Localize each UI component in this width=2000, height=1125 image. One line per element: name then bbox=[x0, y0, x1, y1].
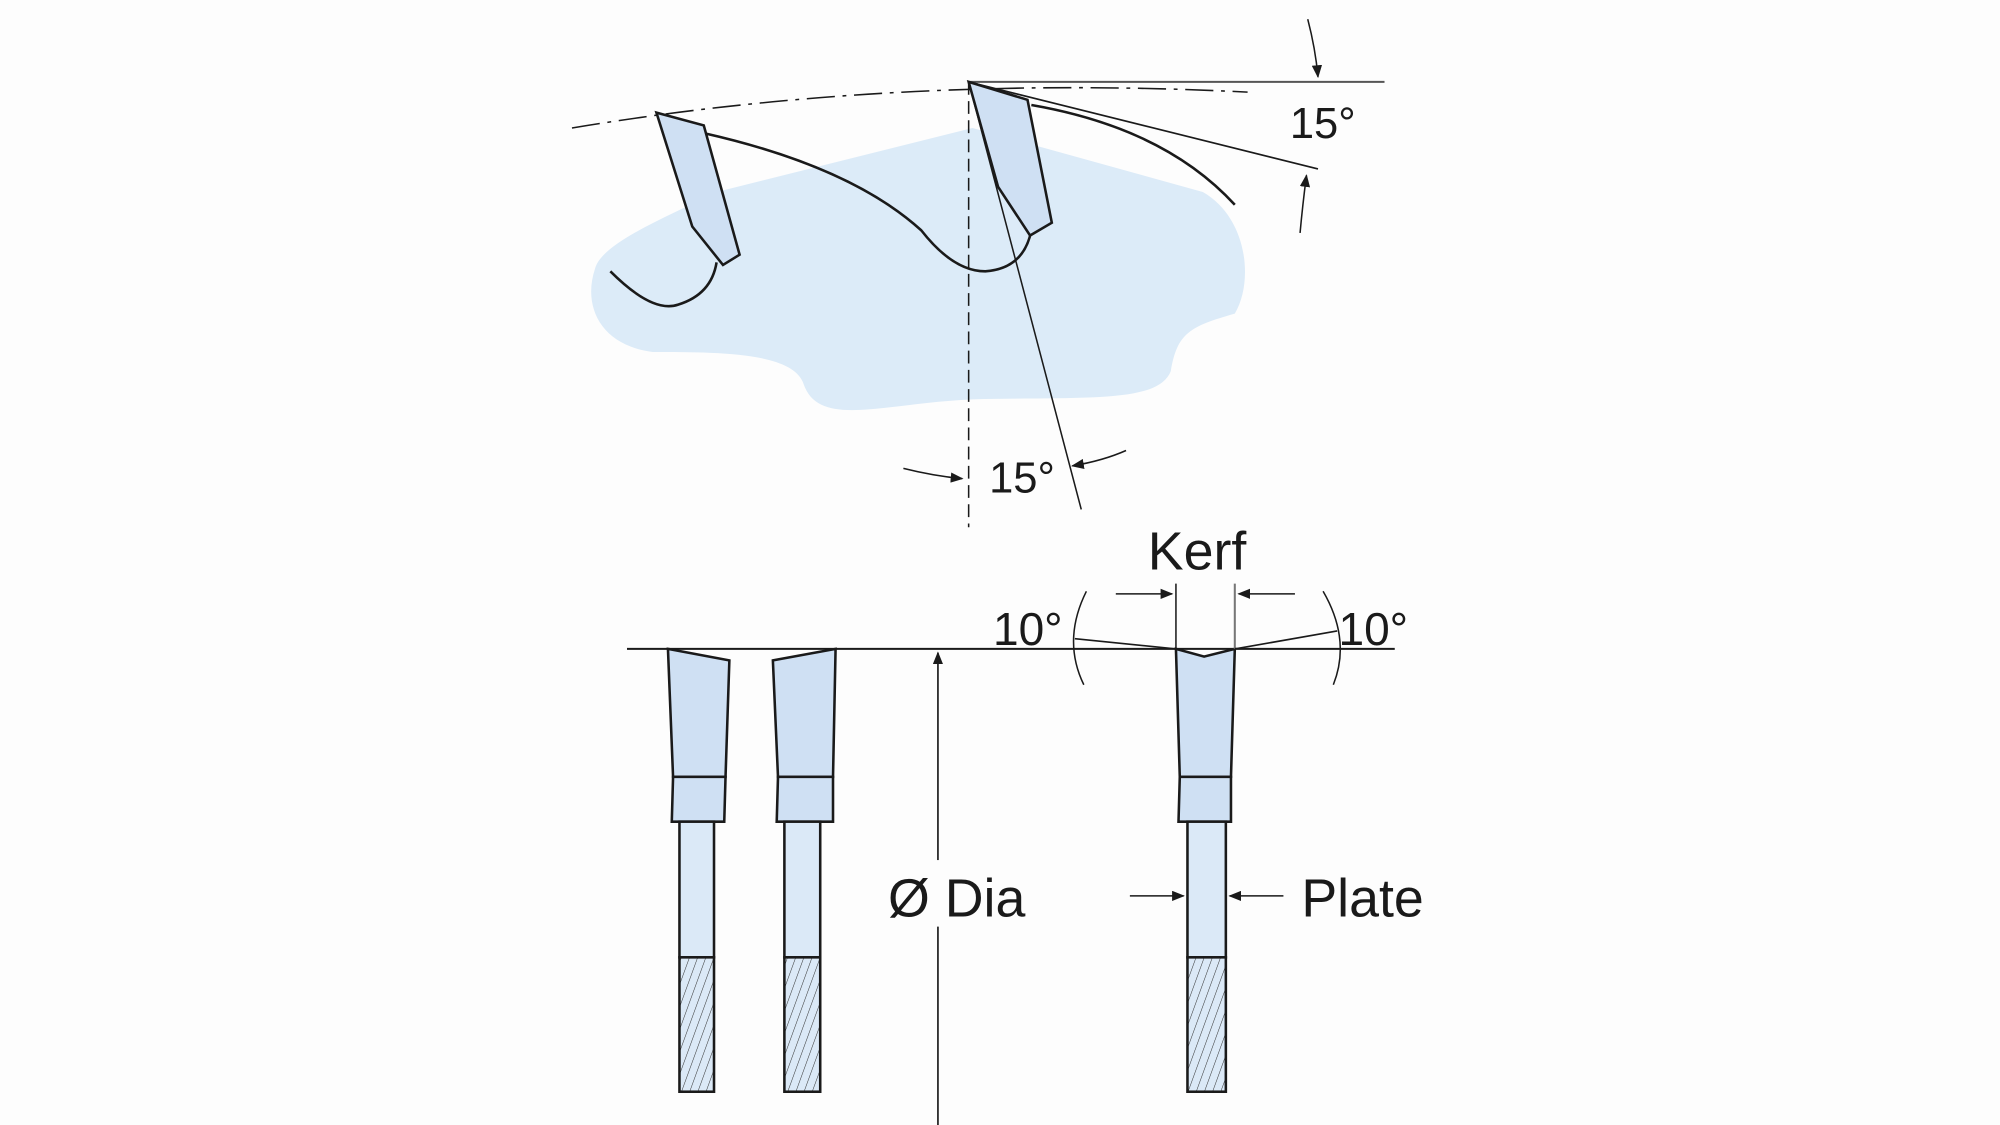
tooth-profile-kerf bbox=[1174, 647, 1237, 1094]
tooth-profile-right-bevel bbox=[771, 647, 837, 1094]
tooth-back-left bbox=[703, 131, 1033, 273]
kerf-label: Kerf bbox=[1148, 522, 1248, 582]
hook-angle-label: 15° bbox=[1290, 100, 1356, 148]
carbide-tip-left bbox=[654, 110, 742, 267]
diameter-label: Ø Dia bbox=[888, 868, 1025, 928]
bevel-line-left bbox=[1074, 637, 1177, 650]
tangent-line bbox=[968, 81, 1319, 170]
tooth-profile-left-bevel bbox=[666, 647, 731, 1094]
carbide-tip-right bbox=[966, 80, 1054, 238]
left-bevel-label: 10° bbox=[993, 603, 1063, 655]
blade-body bbox=[591, 127, 1246, 411]
angle-arrow-right bbox=[1071, 449, 1127, 470]
tooth-face-line bbox=[967, 81, 1082, 510]
gullet-left bbox=[609, 262, 718, 308]
angle-arrow-top bbox=[1306, 19, 1323, 79]
plate-label: Plate bbox=[1301, 868, 1423, 928]
right-bevel-label: 10° bbox=[1338, 603, 1408, 655]
bevel-arc-right bbox=[1322, 590, 1342, 686]
bevel-arc-left bbox=[1072, 590, 1088, 686]
bevel-line-right bbox=[1234, 630, 1338, 650]
angle-arrow-bottom bbox=[1299, 174, 1311, 234]
tooth-back-right bbox=[1031, 103, 1236, 206]
cutting-circle-line bbox=[571, 86, 1248, 129]
angle-arrow-left bbox=[903, 467, 964, 483]
clearance-angle-label: 15° bbox=[989, 455, 1055, 503]
